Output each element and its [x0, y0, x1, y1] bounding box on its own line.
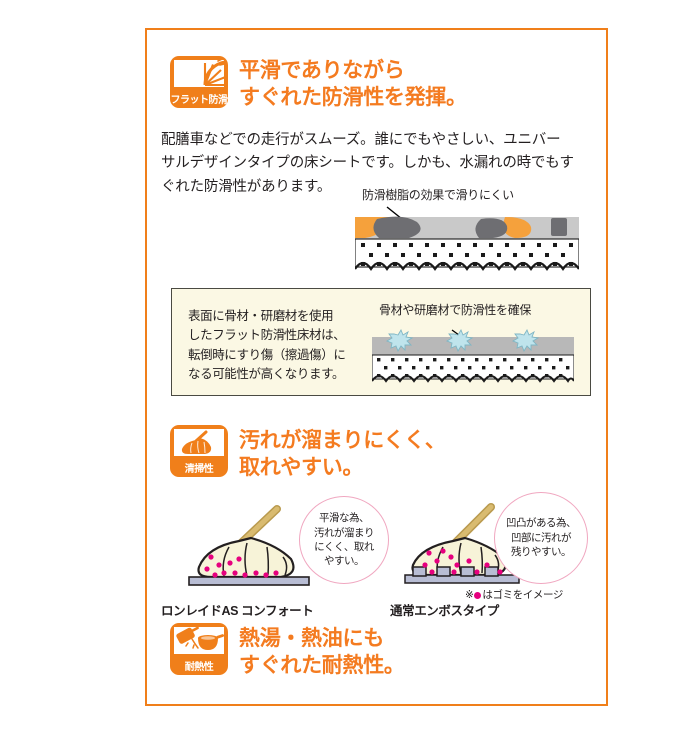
heading-heat-resistance: 熱湯・熱油にも すぐれた耐熱性。 [239, 627, 405, 677]
illustration-embossed-floor-broom [387, 503, 537, 589]
diagram-flat-cross-section [355, 205, 579, 279]
dirt-dot-icon [474, 592, 482, 599]
bubble-embossed-drawback: 凹凸がある為、 凹部に汚れが 残りやすい。 [494, 492, 588, 584]
bubble-flat-benefit: 平滑な為、 汚れが溜まり にくく、取れ やすい。 [299, 496, 389, 584]
heading-flat-slip-resistance: 平滑でありながら すぐれた防滑性を発揮。 [239, 59, 467, 109]
footnote-dirt-legend: ※ はゴミをイメージ [465, 587, 563, 602]
badge-heat-resistance: 耐熱性 [170, 623, 228, 675]
caption-aggregate-grip: 骨材や研磨材で防滑性を確保 [379, 303, 532, 317]
footnote-suffix: はゴミをイメージ [482, 589, 563, 601]
brochure-frame: フラット防滑 平滑でありながら すぐれた防滑性を発揮。 配膳車などでの走行がスム… [145, 28, 608, 706]
broom-icon [174, 429, 224, 456]
label-product-comfort: ロンレイドAS コンフォート [161, 604, 314, 618]
footnote-prefix: ※ [465, 589, 474, 601]
info-panel-text: 表面に骨材・研磨材を使用 したフラット防滑性床材は、 転倒時にすり傷（擦過傷）に… [188, 309, 346, 382]
illustration-flat-floor-broom [177, 503, 327, 589]
body-flat-slip-resistance: 配膳車などでの走行がスムーズ。誰にでもやさしい、ユニバー サルデザインタイプの床… [161, 132, 574, 195]
badge-label: 清掃性 [184, 464, 214, 475]
badge-cleanability: 清掃性 [170, 425, 228, 477]
diagram-aggregate-cross-section [372, 325, 574, 391]
info-panel-abrasion-warning: 表面に骨材・研磨材を使用 したフラット防滑性床材は、 転倒時にすり傷（擦過傷）に… [171, 288, 591, 396]
hot-pot-icon [174, 627, 224, 654]
citrus-wheel-icon [174, 60, 224, 87]
badge-label: フラット防滑 [170, 95, 229, 106]
badge-flat-slip-resistance: フラット防滑 [170, 56, 228, 108]
badge-label: 耐熱性 [184, 662, 214, 673]
label-product-standard-emboss: 通常エンボスタイプ [390, 604, 499, 618]
heading-cleanability: 汚れが溜まりにくく、 取れやすい。 [239, 429, 446, 479]
caption-antislip-resin: 防滑樹脂の効果で滑りにくい [362, 188, 514, 202]
